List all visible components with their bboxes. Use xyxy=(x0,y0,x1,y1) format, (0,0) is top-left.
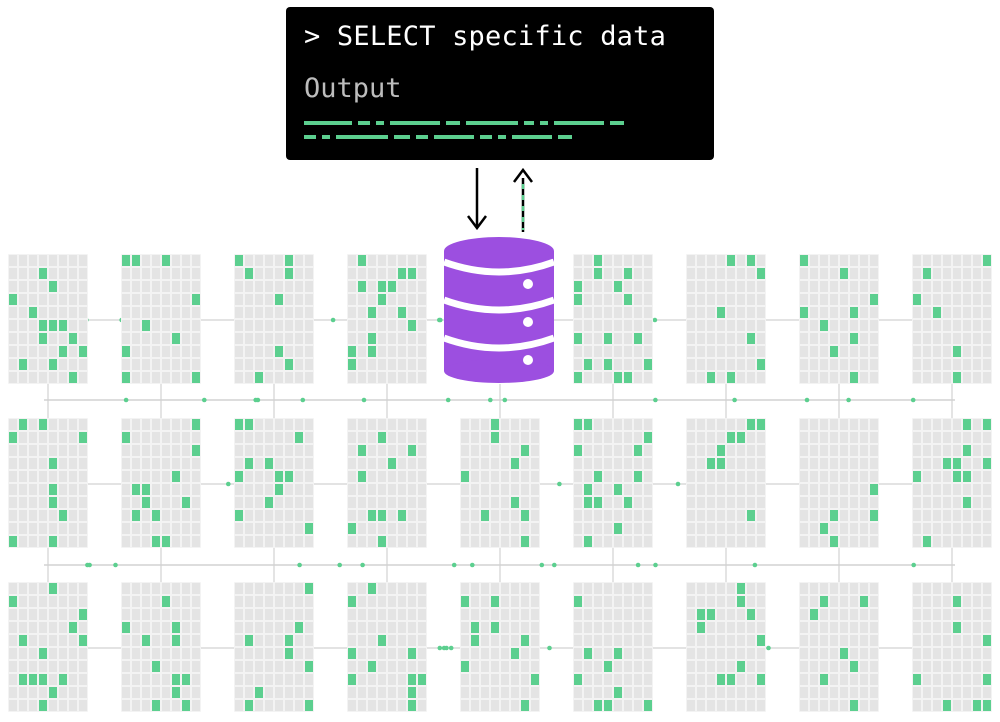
data-block xyxy=(121,254,201,384)
data-block xyxy=(912,582,992,712)
output-label: Output xyxy=(304,73,402,104)
data-block xyxy=(347,418,427,548)
data-block xyxy=(234,582,314,712)
data-block xyxy=(234,418,314,548)
data-block xyxy=(573,254,653,384)
data-block xyxy=(121,582,201,712)
arrow-up-dashed-icon xyxy=(513,167,533,232)
data-block xyxy=(8,582,88,712)
data-block xyxy=(912,418,992,548)
data-block xyxy=(799,582,879,712)
data-block xyxy=(799,254,879,384)
data-block xyxy=(686,254,766,384)
database-icon xyxy=(442,237,556,383)
data-block-grid xyxy=(8,254,992,712)
data-block xyxy=(234,254,314,384)
data-block xyxy=(686,418,766,548)
data-block xyxy=(8,254,88,384)
query-command: > SELECT specific data xyxy=(304,21,667,52)
data-block xyxy=(8,418,88,548)
data-block xyxy=(121,418,201,548)
data-block xyxy=(799,418,879,548)
data-block xyxy=(912,254,992,384)
output-data-stream xyxy=(304,121,624,139)
query-terminal: > SELECT specific data Output xyxy=(286,7,714,160)
data-block xyxy=(573,582,653,712)
data-block xyxy=(686,582,766,712)
data-block xyxy=(573,418,653,548)
data-block xyxy=(347,582,427,712)
data-block xyxy=(460,418,540,548)
data-block xyxy=(347,254,427,384)
data-block xyxy=(460,582,540,712)
arrow-down-icon xyxy=(467,168,487,231)
